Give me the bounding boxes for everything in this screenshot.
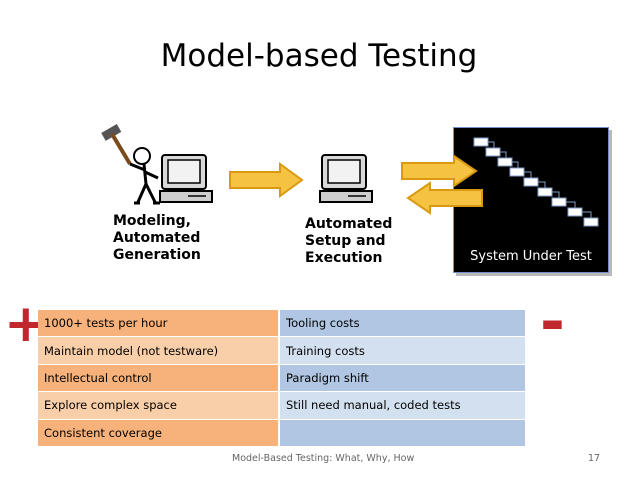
right-arrow-icon <box>229 162 304 198</box>
right-arrow-icon <box>401 154 478 188</box>
pro-cell: Maintain model (not testware) <box>38 336 280 365</box>
flow-chart-icon <box>473 137 599 227</box>
con-cell: Tooling costs <box>279 310 525 338</box>
step2-caption: Automated Setup and Execution <box>305 216 393 266</box>
pro-cell: 1000+ tests per hour <box>38 310 280 338</box>
con-cell: Still need manual, coded tests <box>279 391 525 420</box>
con-cell: Training costs <box>279 336 525 365</box>
pro-cell: Intellectual control <box>38 364 280 393</box>
sut-label: System Under Test <box>470 249 592 264</box>
con-cell <box>279 419 525 447</box>
step1-caption: Modeling, Automated Generation <box>113 213 201 263</box>
page-number: 17 <box>588 453 601 464</box>
pro-cell: Explore complex space <box>38 391 280 420</box>
footer-text: Model-Based Testing: What, Why, How <box>232 453 415 464</box>
con-cell: Paradigm shift <box>279 364 525 393</box>
minus-sign: - <box>540 287 565 357</box>
table-row: Maintain model (not testware)Training co… <box>38 336 525 365</box>
computer-icon <box>319 154 373 203</box>
pro-cell: Consistent coverage <box>38 419 280 447</box>
slide-title: Model-based Testing <box>160 38 478 74</box>
table-row: Consistent coverage <box>38 419 525 447</box>
hammer-figure-icon <box>101 124 160 205</box>
left-arrow-icon <box>406 181 483 215</box>
computer-icon <box>159 154 213 203</box>
